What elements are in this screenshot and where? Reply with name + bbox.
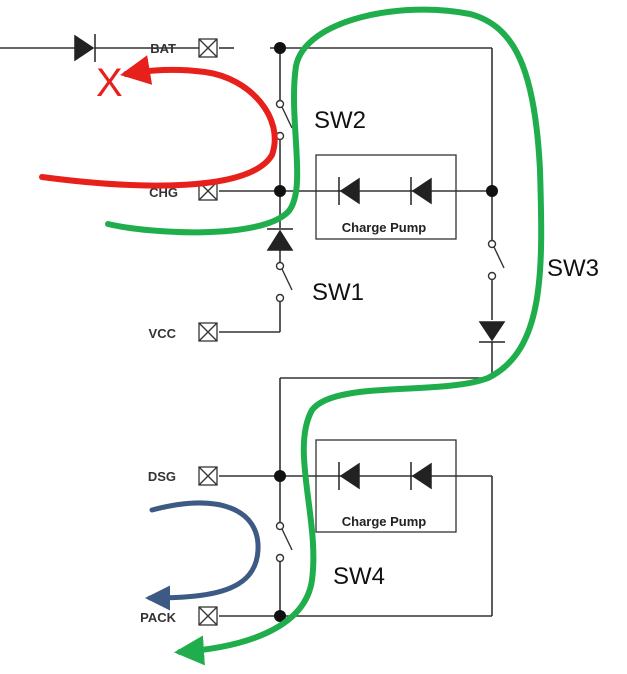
sw3-switch bbox=[487, 239, 505, 281]
charge-pump-bottom-label: Charge Pump bbox=[342, 514, 427, 529]
diodes bbox=[74, 34, 506, 343]
junction-chg bbox=[274, 185, 286, 197]
blocked-x-mark: X bbox=[96, 61, 123, 105]
wires bbox=[0, 47, 493, 617]
charge-pump-top-label: Charge Pump bbox=[342, 220, 427, 235]
cp-top-diode-2 bbox=[411, 177, 432, 205]
cp-bottom-diode-1 bbox=[339, 462, 360, 490]
bat-pin-box bbox=[198, 38, 218, 58]
bat-input-diode bbox=[74, 34, 96, 62]
cp-bottom-diode-2 bbox=[411, 462, 432, 490]
pack-pin-label: PACK bbox=[140, 610, 176, 625]
dsg-pin-label: DSG bbox=[148, 469, 176, 484]
charge-pump-bottom: Charge Pump bbox=[315, 439, 457, 533]
switches bbox=[275, 99, 505, 563]
junctions bbox=[274, 42, 498, 622]
junction-dsg bbox=[274, 470, 286, 482]
blue-pack-path bbox=[145, 500, 261, 611]
red-charge-path bbox=[39, 55, 278, 189]
charge-pump-top: Charge Pump bbox=[315, 154, 457, 240]
green-discharge-path bbox=[105, 6, 545, 666]
sw3-label: SW3 bbox=[547, 255, 599, 282]
vcc-diode bbox=[266, 228, 294, 251]
sw2-switch bbox=[275, 99, 293, 141]
dsg-pin-box bbox=[198, 466, 218, 486]
cp-top-diode-1 bbox=[339, 177, 360, 205]
pin-boxes bbox=[198, 38, 218, 626]
vcc-pin-label: VCC bbox=[149, 326, 177, 341]
junction-pack bbox=[274, 610, 286, 622]
sw2-label: SW2 bbox=[314, 107, 366, 134]
sw1-label: SW1 bbox=[312, 279, 364, 306]
pack-pin-box bbox=[198, 606, 218, 626]
vcc-pin-box bbox=[198, 322, 218, 342]
sw4-switch bbox=[275, 521, 293, 563]
sw1-switch bbox=[275, 261, 293, 303]
sw4-label: SW4 bbox=[333, 563, 385, 590]
bat-pin-label: BAT bbox=[150, 41, 176, 56]
junction-chg-right bbox=[486, 185, 498, 197]
sw3-diode bbox=[478, 321, 506, 343]
junction-bat bbox=[274, 42, 286, 54]
chg-pin-label: CHG bbox=[149, 185, 178, 200]
